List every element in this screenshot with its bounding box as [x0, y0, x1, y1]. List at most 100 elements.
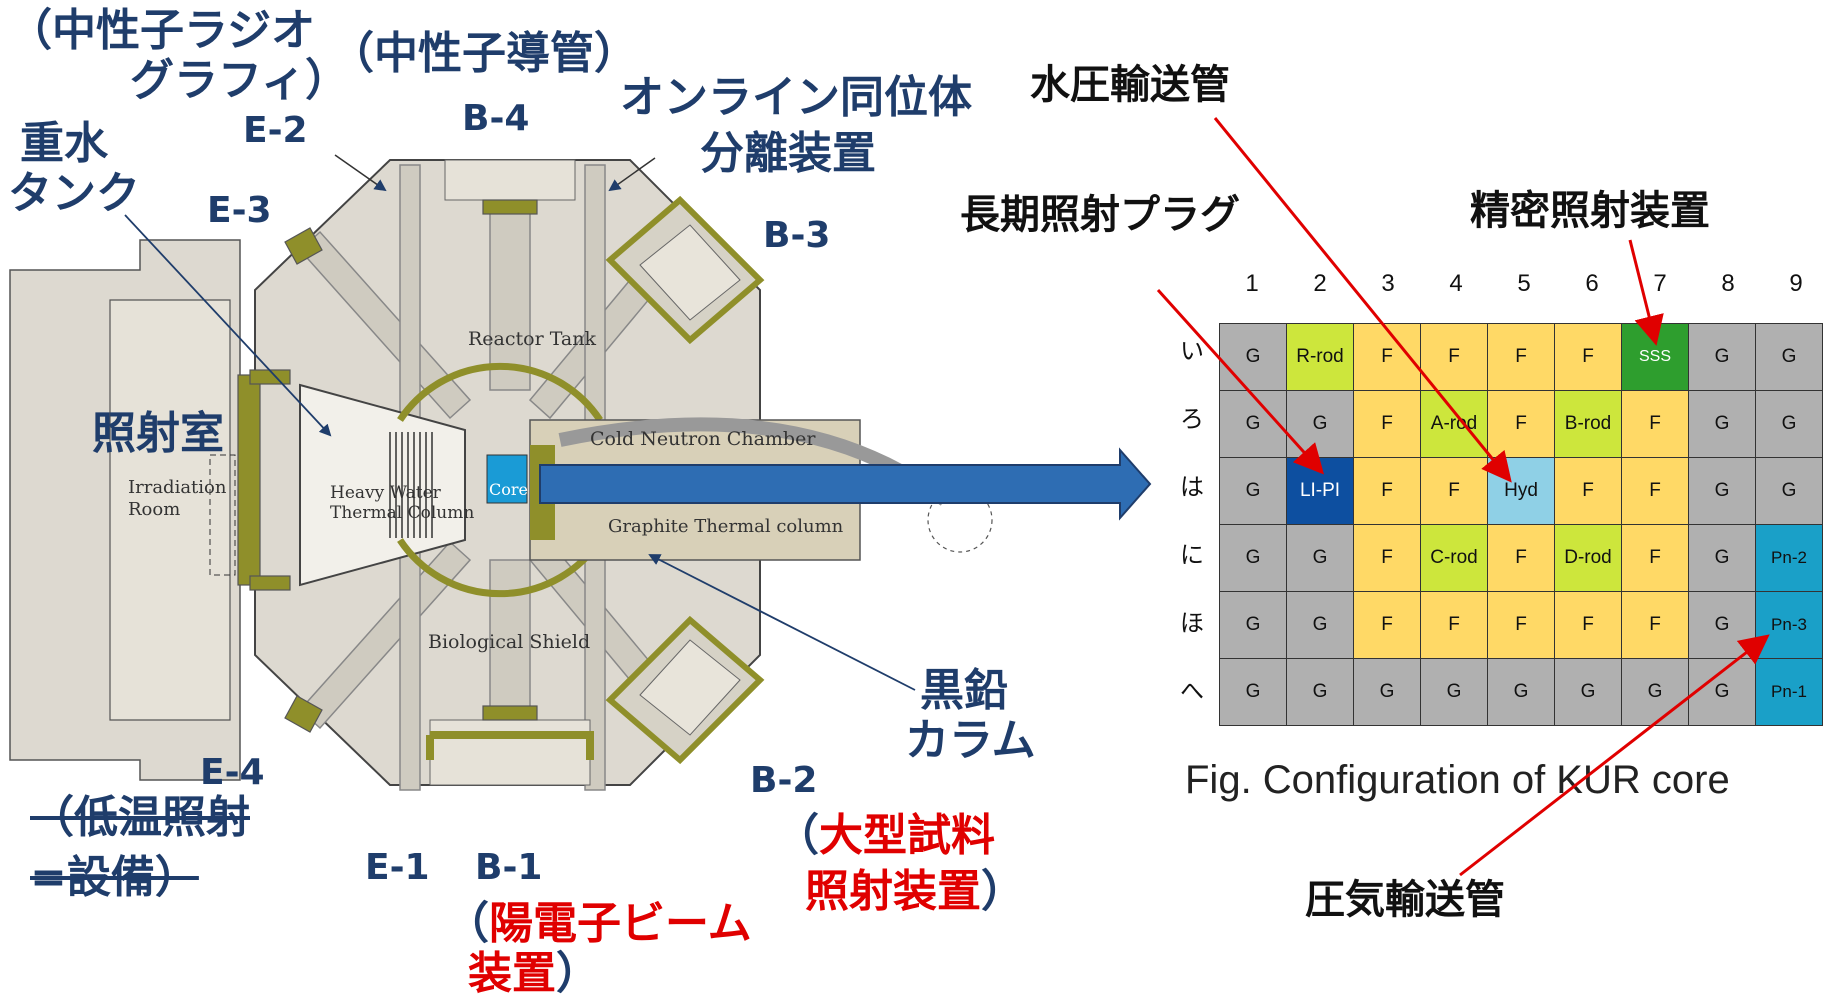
core-column-header: 6	[1585, 270, 1599, 297]
core-row-header: に	[1180, 541, 1204, 569]
port-b3-label: B-3	[763, 215, 831, 256]
core-grid-cell: F	[1487, 390, 1555, 458]
core-grid-cell: G	[1755, 323, 1823, 391]
port-e2-label: E-2	[243, 110, 308, 151]
core-grid-cell: F	[1621, 390, 1689, 458]
precision-device-label: 精密照射装置	[1470, 188, 1710, 234]
long-term-plug-label: 長期照射プラグ	[960, 192, 1240, 238]
b4-block	[444, 159, 576, 201]
core-grid-cell: F	[1353, 457, 1421, 525]
core-grid-cell: SSS	[1621, 323, 1689, 391]
core-grid-cell: F	[1487, 323, 1555, 391]
neutron-guide-label: （中性子導管）	[330, 28, 638, 79]
biological-shield-label: Biological Shield	[428, 631, 590, 653]
low-temp-text-2: =設備）	[30, 852, 199, 903]
core-grid-cell: F	[1621, 524, 1689, 592]
core-grid-cell: G	[1554, 658, 1622, 726]
port-b4-label: B-4	[462, 98, 530, 139]
core-grid-cell: A-rod	[1420, 390, 1488, 458]
core-grid-cell: G	[1219, 457, 1287, 525]
core-row-header: へ	[1180, 677, 1204, 705]
graphite-label: Graphite Thermal column	[608, 516, 844, 537]
core-grid-cell: G	[1219, 323, 1287, 391]
core-grid-cell: Pn-3	[1755, 591, 1823, 659]
core-figure-caption: Fig. Configuration of KUR core	[1185, 758, 1730, 802]
core-grid-cell: G	[1286, 591, 1354, 659]
low-temp-label-2: =設備）	[30, 852, 199, 904]
heavy-water-thermal-column	[299, 383, 466, 587]
core-grid-cell: G	[1353, 658, 1421, 726]
core-grid-cell: F	[1621, 591, 1689, 659]
core-column-header: 1	[1245, 270, 1259, 297]
heavy-water-tank-label-1: 重水	[20, 118, 108, 169]
heavy-water-label-2: Thermal Column	[330, 503, 474, 523]
core-grid-cell: G	[1286, 658, 1354, 726]
pneumatic-tube-label: 圧気輸送管	[1305, 877, 1505, 923]
core-label: Core	[489, 480, 528, 499]
top-u-cap	[426, 731, 594, 760]
core-grid-cell: F	[1554, 457, 1622, 525]
core-grid-cell: B-rod	[1554, 390, 1622, 458]
large-sample-text-2: 照射装置	[805, 866, 981, 917]
positron-label-1: （陽電子ビーム	[445, 898, 752, 950]
irradiation-room-label-1: Irradiation	[128, 477, 227, 498]
online-isotope-label-1: オンライン同位体	[620, 72, 972, 123]
core-row-header: ほ	[1180, 609, 1204, 637]
large-sample-label-2: 照射装置）	[805, 866, 1025, 918]
core-grid-cell: G	[1286, 524, 1354, 592]
core-grid-cell: Hyd	[1487, 457, 1555, 525]
positron-text-2: 装置	[468, 948, 556, 999]
core-grid-cell: G	[1219, 524, 1287, 592]
heavy-water-label-1: Heavy Water	[330, 483, 442, 503]
core-grid-cell: G	[1755, 390, 1823, 458]
core-grid-cell: Pn-1	[1755, 658, 1823, 726]
reactor-tank-upper-arc	[397, 362, 603, 422]
core-grid-cell: G	[1219, 658, 1287, 726]
core-grid-cell: G	[1688, 658, 1756, 726]
core-grid-cell: G	[1688, 323, 1756, 391]
core-grid-cell: F	[1554, 323, 1622, 391]
port-b2-label: B-2	[750, 760, 818, 801]
graphite-column-label-2: カラム	[905, 715, 1036, 766]
port-b1-label: B-1	[475, 847, 543, 888]
graphite-column-label-1: 黒鉛	[920, 665, 1008, 716]
core-grid-cell: D-rod	[1554, 524, 1622, 592]
core-row-header: は	[1180, 473, 1204, 501]
positron-text-1: 陽電子ビーム	[489, 898, 752, 949]
core-grid-cell: Pn-2	[1755, 524, 1823, 592]
large-sample-close-paren: ）	[981, 866, 1025, 917]
core-row-header: ろ	[1180, 405, 1204, 433]
core-box	[486, 454, 528, 504]
core-grid-cell: F	[1487, 591, 1555, 659]
core-grid-cell: G	[1688, 524, 1756, 592]
heavy-water-hatching	[389, 432, 433, 538]
port-e3-label: E-3	[207, 190, 272, 231]
irradiation-room-dashed	[209, 454, 236, 576]
core-grid-cell: F	[1353, 524, 1421, 592]
port-e1-label: E-1	[365, 847, 430, 888]
positron-open-paren: （	[445, 898, 489, 949]
hydraulic-tube-label: 水圧輸送管	[1030, 62, 1230, 108]
core-column-header: 3	[1381, 270, 1395, 297]
large-sample-text-1: 大型試料	[819, 810, 995, 861]
core-column-header: 7	[1653, 270, 1667, 297]
core-grid-cell: LI-PI	[1286, 457, 1354, 525]
core-grid-cell: G	[1688, 591, 1756, 659]
reactor-tank-label: Reactor Tank	[468, 328, 596, 350]
irradiation-room-jp-label: 照射室	[92, 408, 224, 459]
core-grid-cell: G	[1688, 457, 1756, 525]
graphite-front-plug	[530, 445, 555, 540]
core-grid-cell: G	[1219, 390, 1287, 458]
b1-block	[429, 719, 591, 786]
core-grid-cell: C-rod	[1420, 524, 1488, 592]
core-grid-cell: F	[1353, 591, 1421, 659]
neutron-radiography-label-2: グラフィ）	[130, 55, 350, 106]
core-column-header: 8	[1721, 270, 1735, 297]
core-grid-cell: G	[1487, 658, 1555, 726]
core-grid-cell: F	[1353, 390, 1421, 458]
core-grid-cell: G	[1621, 658, 1689, 726]
